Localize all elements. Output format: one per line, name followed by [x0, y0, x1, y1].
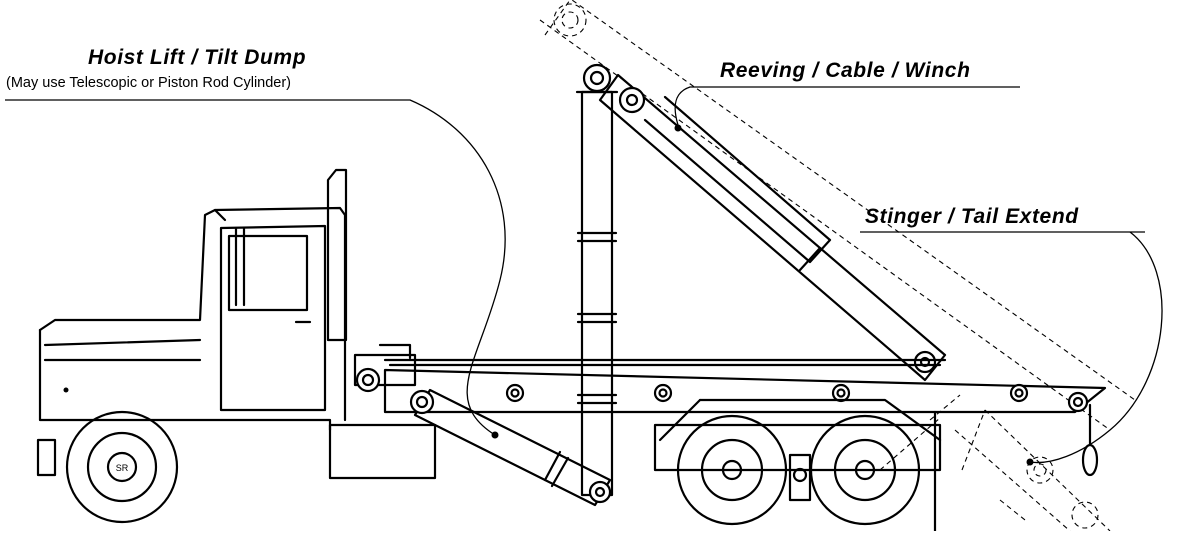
hoist-callout-subtitle: (May use Telescopic or Piston Rod Cylind…	[6, 75, 292, 91]
leader-lines	[5, 86, 1163, 466]
hoist-lift-cylinder	[409, 388, 612, 507]
hooklift-subframe	[353, 343, 1107, 533]
truck-cab	[36, 168, 437, 480]
vertical-hoist-cylinder	[575, 63, 619, 497]
stinger-callout-title: Stinger / Tail Extend	[865, 205, 1079, 228]
reeving-boom-cylinder	[598, 73, 947, 382]
axle-hub	[788, 453, 812, 502]
wheel-emblem: SR	[116, 463, 129, 473]
hoist-callout-title: Hoist Lift / Tilt Dump	[88, 46, 307, 69]
rear-wheel-1	[676, 414, 788, 526]
reeving-callout-title: Reeving / Cable / Winch	[720, 59, 971, 82]
stinger-ghost-outline	[954, 409, 1111, 532]
front-wheel: SR	[65, 410, 179, 524]
